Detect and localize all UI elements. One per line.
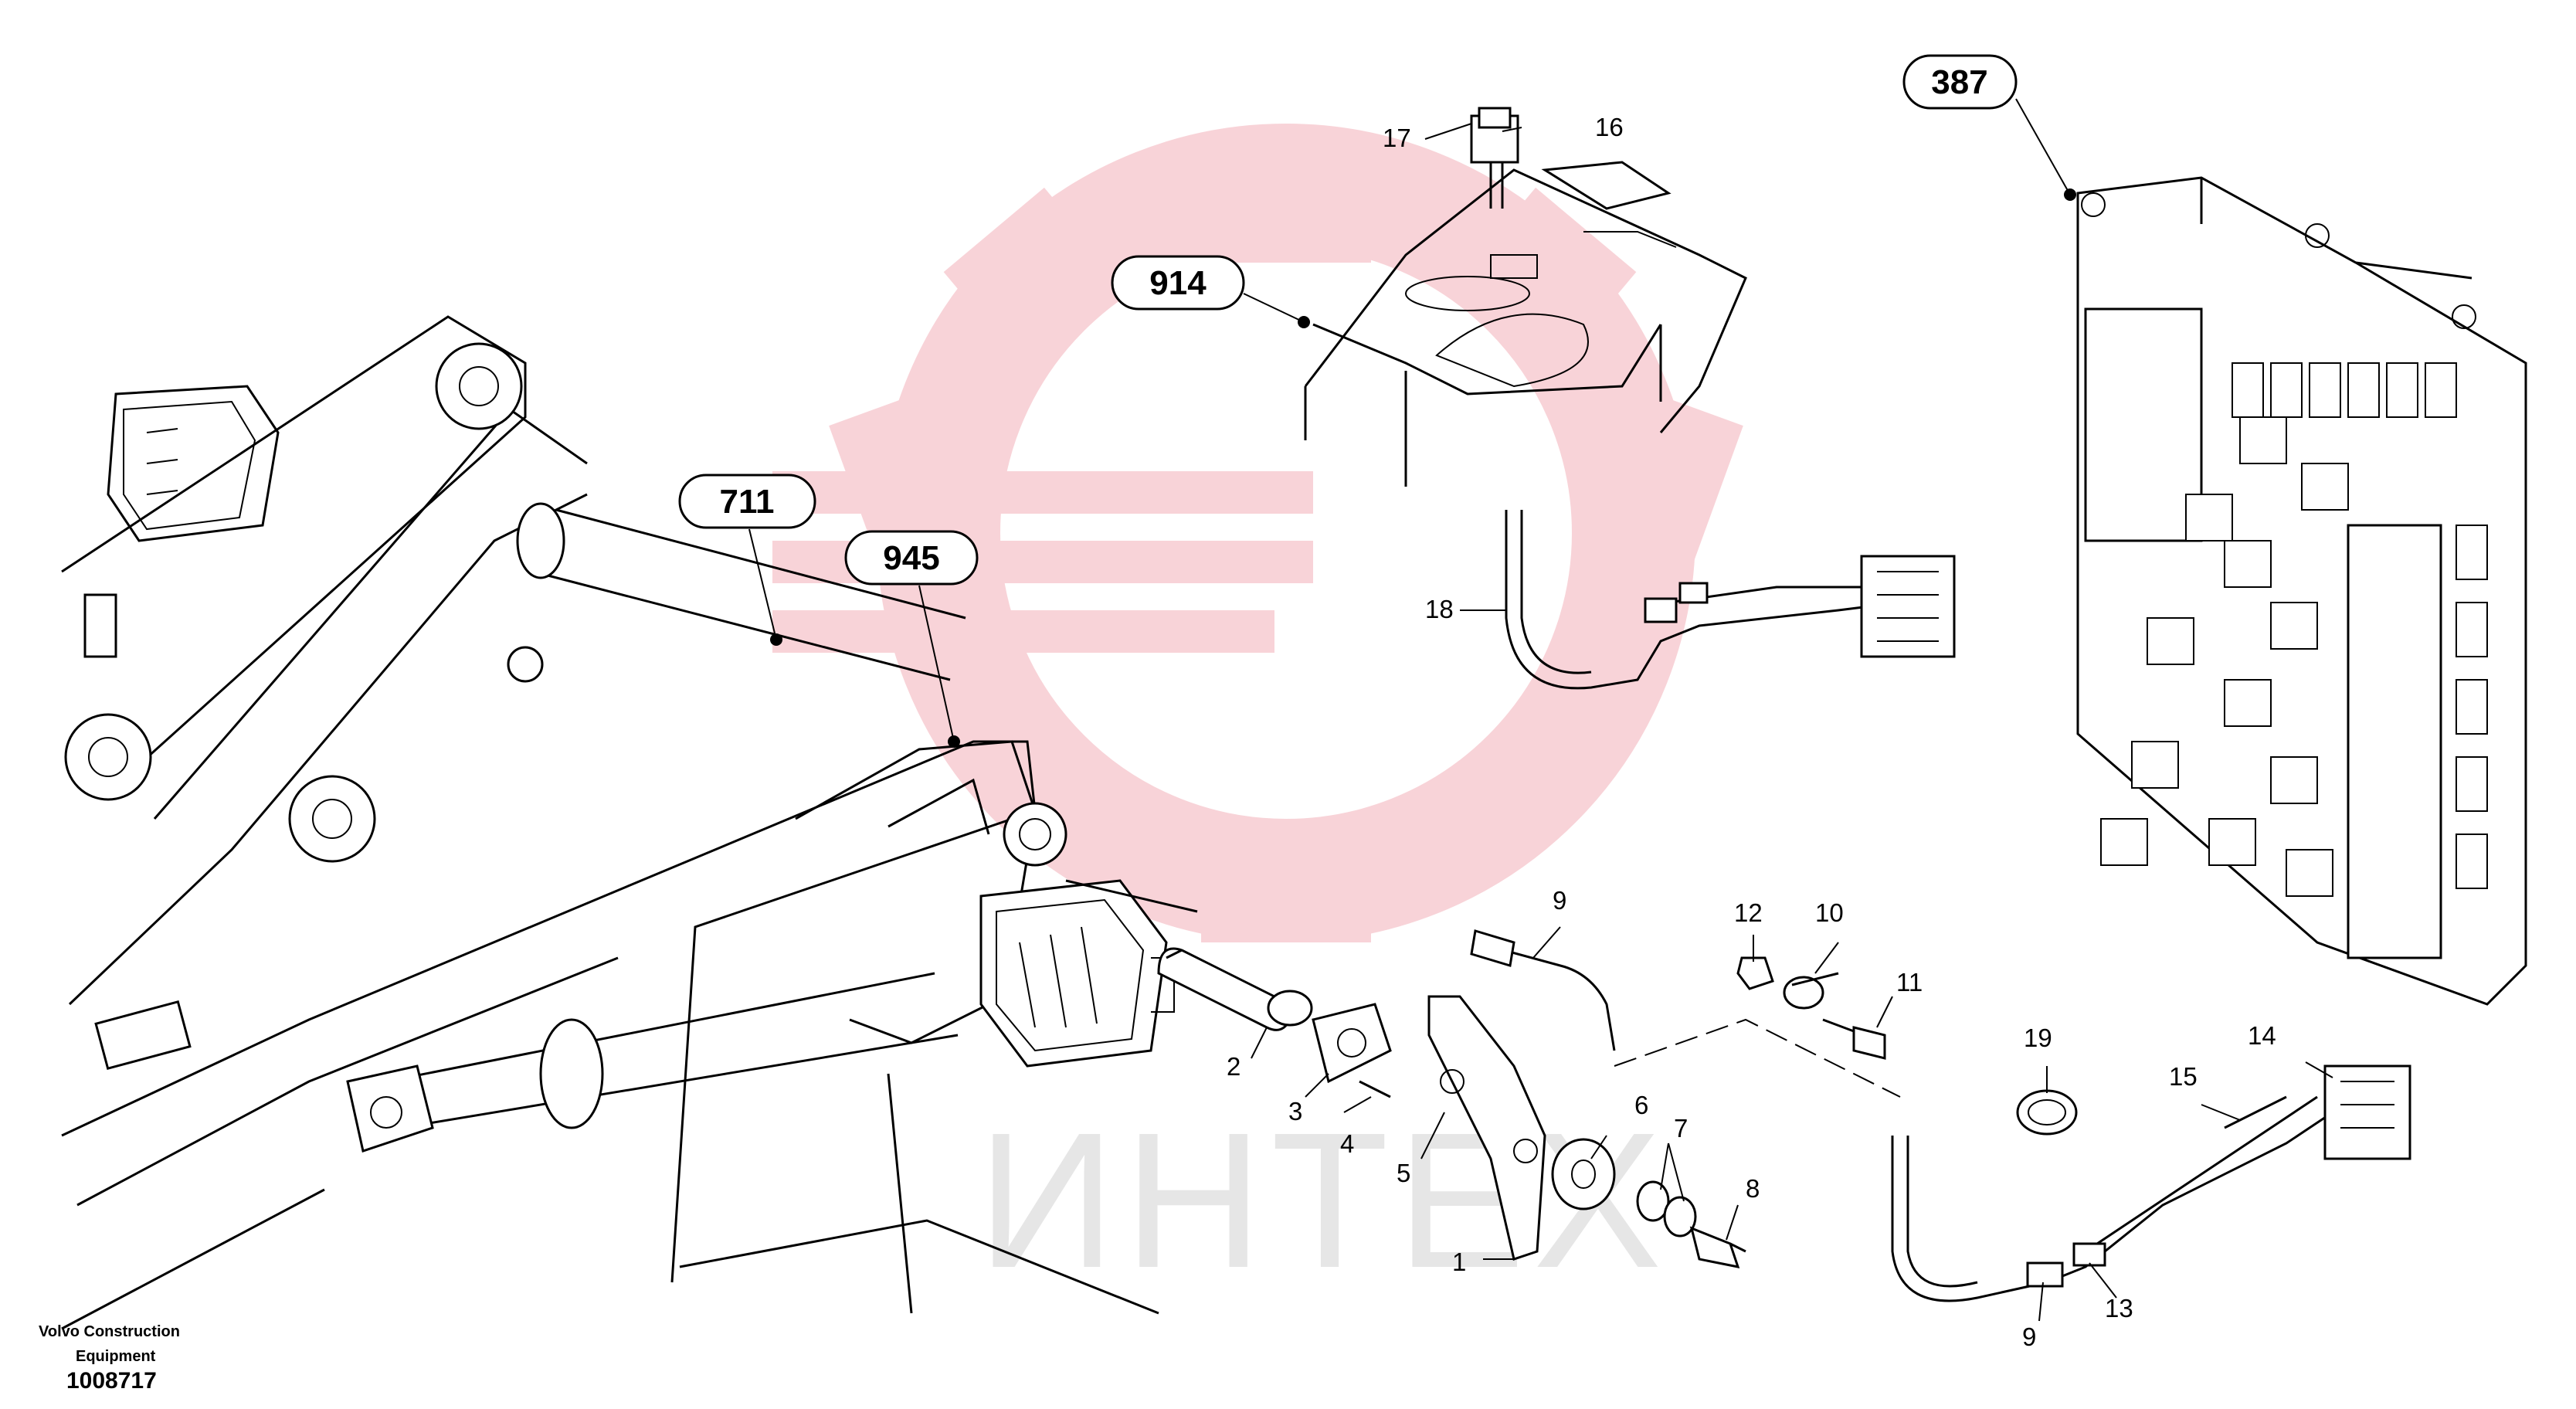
callout-945: 945 bbox=[844, 530, 979, 586]
switch-part bbox=[1470, 107, 1519, 209]
harness-18 bbox=[1505, 510, 1956, 690]
part-label-3: 3 bbox=[1288, 1097, 1302, 1126]
part-label-8: 8 bbox=[1746, 1174, 1760, 1203]
part-label-15: 15 bbox=[2169, 1062, 2198, 1091]
watermark-text: ИНТЕХ bbox=[977, 1092, 1669, 1308]
part-label-12: 12 bbox=[1734, 898, 1763, 927]
part-label-9b: 9 bbox=[2022, 1322, 2036, 1351]
part-label-6: 6 bbox=[1634, 1091, 1648, 1119]
control-unit-drawing bbox=[2076, 176, 2527, 1006]
part-label-13: 13 bbox=[2105, 1294, 2133, 1322]
part-label-14: 14 bbox=[2248, 1021, 2276, 1050]
part-label-10: 10 bbox=[1815, 898, 1844, 927]
part-label-4: 4 bbox=[1340, 1129, 1354, 1158]
callout-387: 387 bbox=[1902, 54, 2018, 110]
part-label-9a: 9 bbox=[1553, 886, 1566, 915]
part-label-16: 16 bbox=[1595, 113, 1624, 141]
callout-711: 711 bbox=[678, 474, 816, 529]
svg-text:711: 711 bbox=[720, 483, 775, 521]
part-label-1: 1 bbox=[1452, 1248, 1466, 1276]
footer-drawing-number: 1008717 bbox=[66, 1368, 157, 1394]
part-label-19: 19 bbox=[2024, 1024, 2052, 1052]
part-label-7: 7 bbox=[1674, 1114, 1688, 1142]
part-label-5: 5 bbox=[1397, 1159, 1410, 1187]
console-drawing bbox=[1304, 161, 1747, 487]
footer-company-line2: Equipment bbox=[76, 1348, 156, 1365]
svg-text:387: 387 bbox=[1931, 63, 1987, 101]
svg-text:945: 945 bbox=[883, 539, 939, 577]
part-label-2: 2 bbox=[1227, 1052, 1240, 1081]
part-label-17: 17 bbox=[1383, 124, 1411, 152]
footer-company-line1: Volvo Construction bbox=[39, 1323, 180, 1340]
lower-harness bbox=[1614, 1018, 2411, 1302]
callout-914: 914 bbox=[1111, 255, 1245, 311]
part-label-18: 18 bbox=[1425, 595, 1454, 623]
loader-frame-drawing bbox=[61, 315, 1198, 1330]
leader-lines bbox=[748, 98, 2333, 1322]
small-parts bbox=[1157, 929, 1886, 1268]
svg-text:914: 914 bbox=[1149, 264, 1207, 302]
part-label-11: 11 bbox=[1896, 968, 1923, 996]
